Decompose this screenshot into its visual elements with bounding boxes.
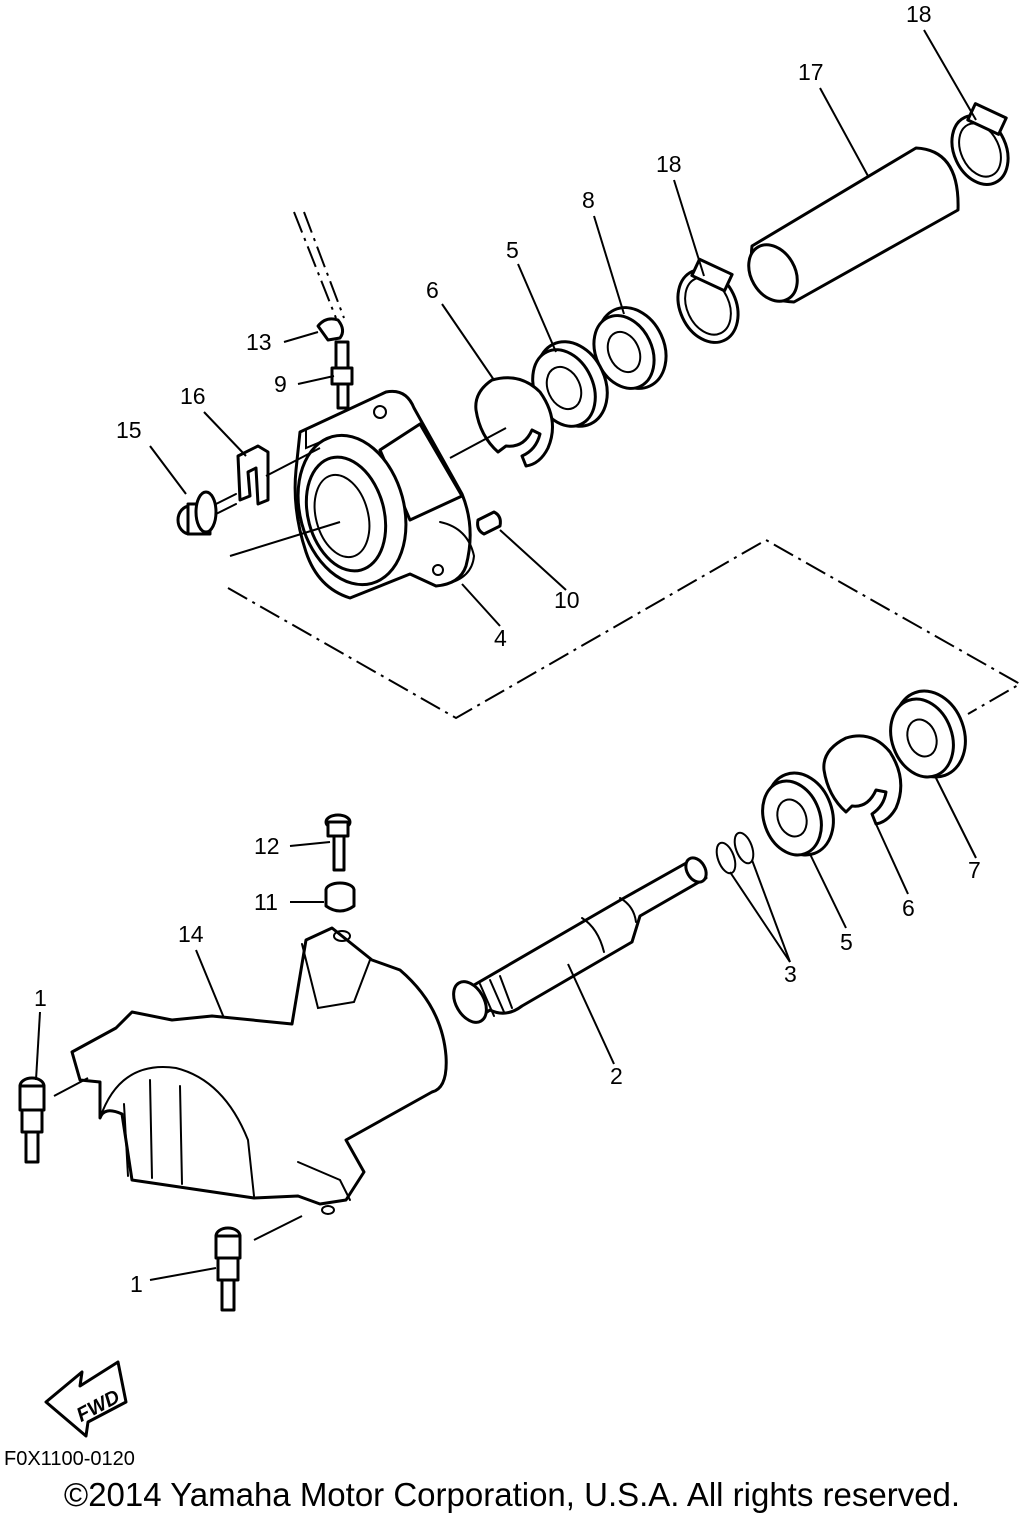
- callout-11: 11: [254, 889, 278, 915]
- fwd-arrow-icon: FWD: [44, 1360, 128, 1438]
- shaft-part-2: [452, 856, 708, 1024]
- bearing-part-5-lower: [761, 771, 835, 857]
- callout-5-upper: 5: [506, 237, 519, 263]
- callout-18-middle: 18: [656, 151, 682, 177]
- callout-15: 15: [116, 417, 142, 443]
- bolt-part-15: [176, 490, 237, 536]
- callout-13: 13: [246, 329, 272, 355]
- bearing-part-8: [592, 306, 668, 390]
- hose-axis-line-2: [303, 211, 345, 319]
- housing-part-4: [293, 389, 476, 600]
- callout-18-top: 18: [906, 1, 932, 27]
- callout-3: 3: [784, 961, 797, 987]
- drawing-code: F0X1100-0120: [4, 1448, 135, 1470]
- callout-labels: 18 17 18 8 5 6 13 9 16 15 10 4 12 11 14 …: [34, 1, 981, 1297]
- hose-clamp-part-18-middle: [676, 257, 740, 344]
- bracket-part-16: [236, 444, 270, 506]
- callout-12: 12: [254, 833, 280, 859]
- callout-16: 16: [180, 383, 206, 409]
- duct-part-14: [70, 926, 448, 1215]
- callout-4: 4: [494, 625, 507, 651]
- callout-5-lower: 5: [840, 929, 853, 955]
- copyright-notice: ©2014 Yamaha Motor Corporation, U.S.A. A…: [63, 1476, 961, 1513]
- pin-part-1-bottom: [214, 1226, 242, 1312]
- pin-part-1-left: [18, 1076, 46, 1164]
- callout-2: 2: [610, 1063, 623, 1089]
- clip-part-13: [316, 317, 345, 342]
- bearing-part-7: [889, 689, 967, 779]
- bolt-part-12: [324, 813, 352, 872]
- collar-part-11: [324, 881, 356, 913]
- callout-1-bottom: 1: [130, 1271, 143, 1297]
- callout-6-lower: 6: [902, 895, 915, 921]
- leader-lines: [35, 29, 977, 1281]
- callout-8: 8: [582, 187, 595, 213]
- callout-10: 10: [554, 587, 580, 613]
- fitting-part-9: [330, 340, 354, 410]
- circlip-part-6-upper: [474, 376, 554, 468]
- hose-part-17: [747, 146, 960, 304]
- hose-clamp-part-18-top: [950, 102, 1010, 186]
- assembly-outline: [227, 538, 1023, 720]
- dowel-pin-part-10: [476, 510, 502, 536]
- circlip-part-6-lower: [822, 734, 903, 826]
- callout-6-upper: 6: [426, 277, 439, 303]
- callout-9: 9: [274, 371, 287, 397]
- callout-1-left: 1: [34, 985, 47, 1011]
- callout-14: 14: [178, 921, 204, 947]
- callout-17: 17: [798, 59, 824, 85]
- callout-7: 7: [968, 857, 981, 883]
- hose-axis-line: [293, 211, 337, 319]
- o-rings-part-3: [715, 831, 755, 875]
